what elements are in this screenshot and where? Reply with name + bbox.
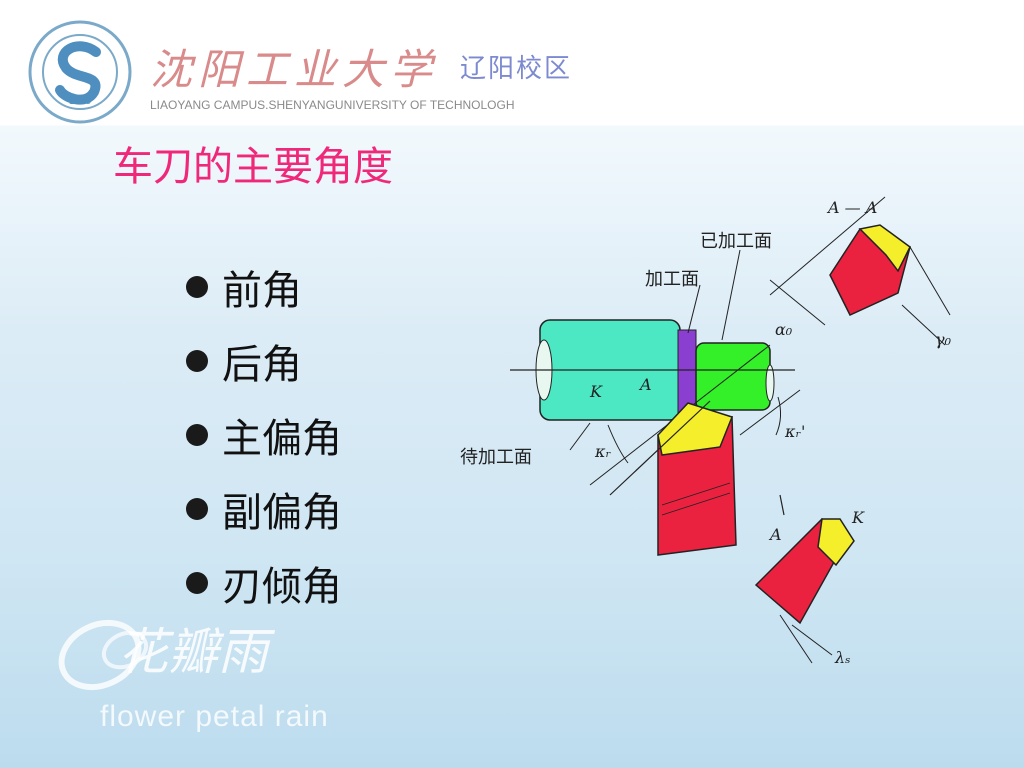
alpha-symbol: α₀ bbox=[775, 320, 793, 339]
leader-line bbox=[687, 284, 701, 334]
logo-year: 1949 bbox=[69, 97, 92, 107]
unmachined-surface-label: 待加工面 bbox=[460, 447, 532, 468]
bullet-item: 刃倾角 bbox=[186, 546, 342, 620]
bullet-text: 副偏角 bbox=[222, 490, 342, 536]
cutting-surface-label: 加工面 bbox=[645, 269, 699, 290]
section-line bbox=[769, 196, 886, 296]
bullet-item: 主偏角 bbox=[186, 398, 342, 472]
bullet-item: 副偏角 bbox=[186, 472, 342, 546]
secondary-edge-line bbox=[739, 389, 801, 436]
tool-rake-face bbox=[657, 402, 733, 456]
kr-minor-symbol: κᵣ' bbox=[784, 422, 805, 441]
alpha-dim-line bbox=[769, 279, 826, 326]
primary-cutting-edge-line bbox=[609, 400, 711, 496]
k-view-line bbox=[779, 614, 813, 664]
bullet-text: 刃倾角 bbox=[222, 564, 342, 610]
leader-line bbox=[569, 422, 591, 451]
bullet-dot-icon bbox=[186, 572, 208, 594]
bullet-dot-icon bbox=[186, 350, 208, 372]
kr-minor-angle-arc bbox=[775, 396, 782, 436]
bullet-item: 后角 bbox=[186, 324, 342, 398]
bullet-text: 前角 bbox=[222, 268, 302, 314]
gamma-symbol: γ₀ bbox=[935, 330, 952, 349]
bullet-dot-icon bbox=[186, 424, 208, 446]
a-workpiece-symbol: A bbox=[638, 375, 652, 394]
ls-symbol: λₛ bbox=[834, 648, 851, 667]
section-tool-face bbox=[858, 224, 911, 273]
section-label: A — A bbox=[826, 198, 877, 217]
slide-title: 车刀的主要角度 bbox=[113, 144, 393, 190]
section-line bbox=[909, 246, 951, 316]
gamma-dim-line bbox=[901, 304, 946, 346]
leader-line bbox=[721, 249, 741, 341]
slide-header: 1949 沈阳工业大学 辽阳校区 LIAOYANG CAMPUS.SHENYAN… bbox=[0, 0, 1024, 125]
a-arrow-line bbox=[779, 494, 785, 516]
lathe-tool-angle-diagram: A — A 已加工面 加工面 待加工面 α₀ γ₀ κᵣ κᵣ' λₛ K A … bbox=[460, 196, 952, 667]
bullet-list: 前角 后角 主偏角 副偏角 刃倾角 bbox=[186, 250, 342, 620]
a-symbol: A bbox=[768, 525, 782, 544]
flower-swirl-icon bbox=[58, 619, 149, 691]
tool-hatch-line bbox=[661, 482, 731, 506]
k-symbol: K bbox=[851, 508, 865, 527]
watermark-brand-cn: 花瓣雨 bbox=[118, 623, 268, 681]
bullet-text: 主偏角 bbox=[222, 416, 342, 462]
k-workpiece-symbol: K bbox=[589, 382, 603, 401]
kr-symbol: κᵣ bbox=[594, 442, 611, 461]
bullet-dot-icon bbox=[186, 276, 208, 298]
machined-end-face bbox=[765, 364, 775, 402]
tool-hatch-line bbox=[661, 492, 731, 516]
kr-angle-arc bbox=[607, 424, 629, 464]
bullet-item: 前角 bbox=[186, 250, 342, 324]
k-view-tool-face bbox=[817, 518, 855, 567]
k-view-line bbox=[791, 624, 833, 656]
watermark-brand-en: flower petal rain bbox=[100, 700, 329, 733]
school-name-en: LIAOYANG CAMPUS.SHENYANGUNIVERSITY OF TE… bbox=[150, 98, 515, 112]
school-name-cn: 沈阳工业大学 bbox=[150, 45, 439, 94]
campus-name-cn: 辽阳校区 bbox=[460, 54, 573, 84]
bullet-text: 后角 bbox=[222, 342, 302, 388]
bullet-dot-icon bbox=[186, 498, 208, 520]
university-logo-icon: 1949 bbox=[28, 20, 132, 124]
machined-surface-label: 已加工面 bbox=[700, 231, 772, 252]
